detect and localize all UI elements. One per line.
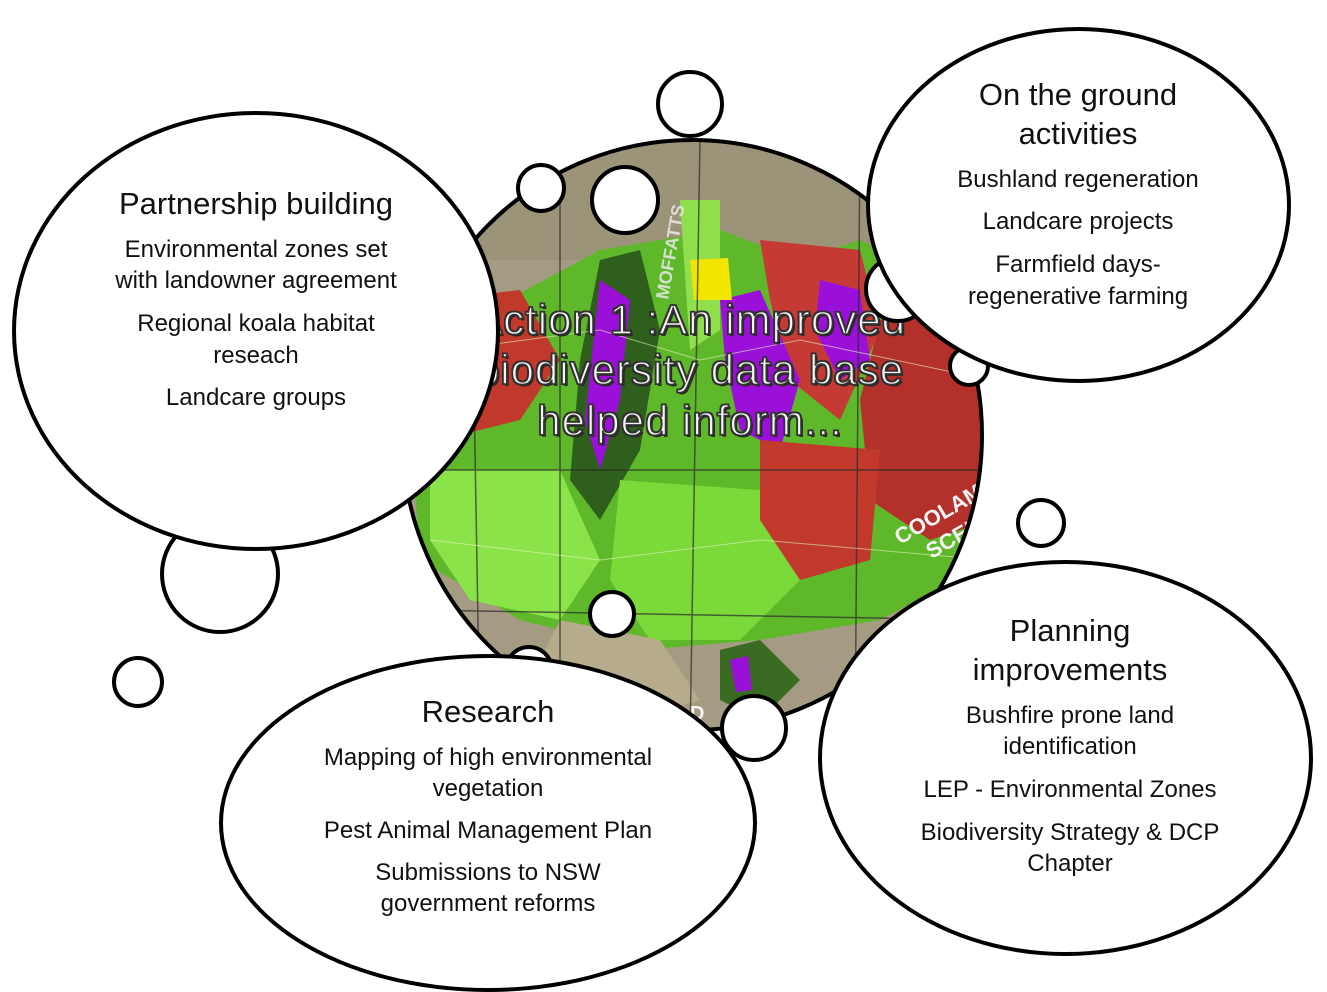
partnership-content: Partnership building Environmental zones… bbox=[86, 185, 426, 425]
partnership-item-1: Environmental zones set with landowner a… bbox=[115, 235, 397, 295]
central-caption: Action 1 :An improved biodiversity data … bbox=[473, 295, 906, 444]
thought-dot-top-mid bbox=[590, 165, 660, 235]
ground-item-2: Landcare projects bbox=[982, 208, 1174, 236]
planning-title: Planning improvements bbox=[972, 613, 1168, 687]
bubble-planning-improvements bbox=[818, 560, 1313, 956]
ground-content: On the ground activities Bushland regene… bbox=[930, 76, 1226, 323]
planning-item-2: LEP - Environmental Zones bbox=[923, 775, 1217, 803]
thought-dot-far-left bbox=[112, 656, 164, 708]
bubble-on-the-ground-activities bbox=[866, 27, 1291, 383]
thought-dot-planning-top bbox=[1016, 498, 1066, 548]
planning-item-1: Bushfire prone land identification bbox=[965, 701, 1175, 761]
partnership-title: Partnership building bbox=[118, 186, 393, 221]
research-item-1: Mapping of high environmental vegetation bbox=[323, 743, 653, 803]
ground-title: On the ground activities bbox=[978, 77, 1178, 151]
thought-dot-top-left-small bbox=[516, 163, 566, 213]
partnership-item-3: Landcare groups bbox=[165, 384, 347, 412]
research-item-3: Submissions to NSW government reforms bbox=[375, 858, 601, 918]
bubble-research bbox=[219, 654, 757, 992]
research-content: Research Mapping of high environmental v… bbox=[323, 693, 653, 930]
ground-item-3: Farmfield days- regenerative farming bbox=[967, 250, 1189, 310]
thought-dot-top-large bbox=[656, 70, 724, 138]
bubble-partnership-building bbox=[12, 111, 500, 551]
partnership-item-2: Regional koala habitat reseach bbox=[137, 310, 375, 369]
planning-item-3: Biodiversity Strategy & DCP Chapter bbox=[920, 818, 1220, 878]
planning-content: Planning improvements Bushfire prone lan… bbox=[900, 612, 1240, 891]
research-item-2: Pest Animal Management Plan bbox=[323, 817, 653, 845]
research-title: Research bbox=[421, 694, 555, 729]
ground-item-1: Bushland regeneration bbox=[957, 165, 1199, 193]
thought-dot-center-bottom bbox=[588, 590, 636, 638]
